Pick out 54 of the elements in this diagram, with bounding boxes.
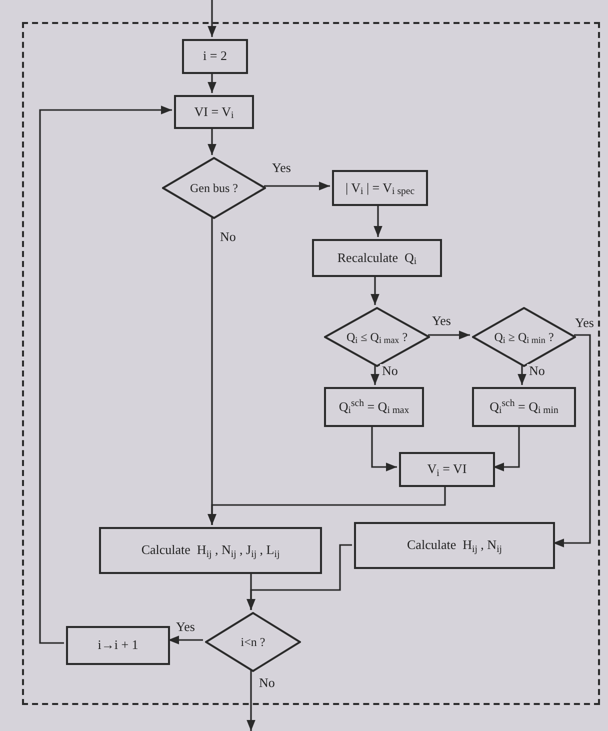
arrow	[264, 182, 330, 190]
arrow	[553, 334, 591, 548]
arrow	[370, 365, 380, 385]
edge-label: No	[527, 364, 547, 377]
arrow	[371, 425, 397, 472]
arrow	[208, 127, 216, 155]
arrow	[208, 72, 216, 93]
process-box	[66, 626, 170, 665]
arrow	[208, 485, 446, 525]
node-text: i→i + 1	[98, 637, 138, 654]
node-text: V$_{i}$ = VI	[427, 461, 467, 478]
edge-label: Yes	[270, 161, 293, 174]
decision-diamond	[472, 307, 576, 367]
node-text: Gen bus ?	[190, 180, 238, 196]
decision-diamond	[324, 307, 430, 367]
arrow	[493, 425, 520, 472]
node-text: i<n ?	[240, 634, 266, 650]
node-text: Q$_{i}$$^{sch}$ = Q$_{i max}$	[338, 398, 410, 416]
node-text: | V$_{i}$ | = V$_{i spec}$	[345, 180, 415, 196]
process-box	[182, 39, 248, 74]
arrow	[370, 275, 380, 305]
process-box	[472, 387, 576, 427]
decision-diamond	[205, 612, 301, 672]
process-box	[332, 170, 428, 206]
process-box	[99, 527, 322, 574]
edge-label: No	[380, 364, 400, 377]
decision-diamond	[162, 157, 266, 219]
arrow	[518, 365, 526, 385]
arrow	[168, 636, 203, 644]
process-box	[174, 95, 254, 129]
process-box	[324, 387, 424, 427]
edge-label: Yes	[174, 620, 197, 633]
arrow	[208, 0, 216, 37]
node-text: Q$_{i}$ ≥ Q$_{i min}$ ?	[494, 330, 554, 344]
arrow	[39, 106, 172, 644]
node-text: Calculate H$_{ij}$ , N$_{ij}$ , J$_{ij}$ , L$_{ij}$	[141, 542, 280, 559]
node-text: Recalculate Q$_{i}$	[337, 250, 417, 266]
node-text: Q$_{i}$ ≤ Q$_{i max}$ ?	[346, 330, 408, 344]
arrow	[374, 204, 382, 237]
node-text: Calculate H$_{ij}$ , N$_{ij}$	[407, 537, 502, 554]
edge-label: Yes	[573, 316, 596, 329]
edge-label: No	[257, 676, 277, 689]
process-box	[399, 452, 495, 487]
process-box	[312, 239, 442, 277]
dashed-frame	[22, 22, 600, 705]
arrow	[246, 544, 352, 610]
edge-label: Yes	[430, 314, 453, 327]
process-box	[354, 522, 555, 569]
node-text: i = 2	[203, 48, 227, 65]
arrow	[428, 330, 470, 340]
arrow	[246, 670, 256, 731]
node-text: Q$_{i}$$^{sch}$ = Q$_{i min}$	[490, 398, 558, 416]
edge-label: No	[218, 230, 238, 243]
node-text: VI = V$_{i}$	[194, 104, 234, 120]
